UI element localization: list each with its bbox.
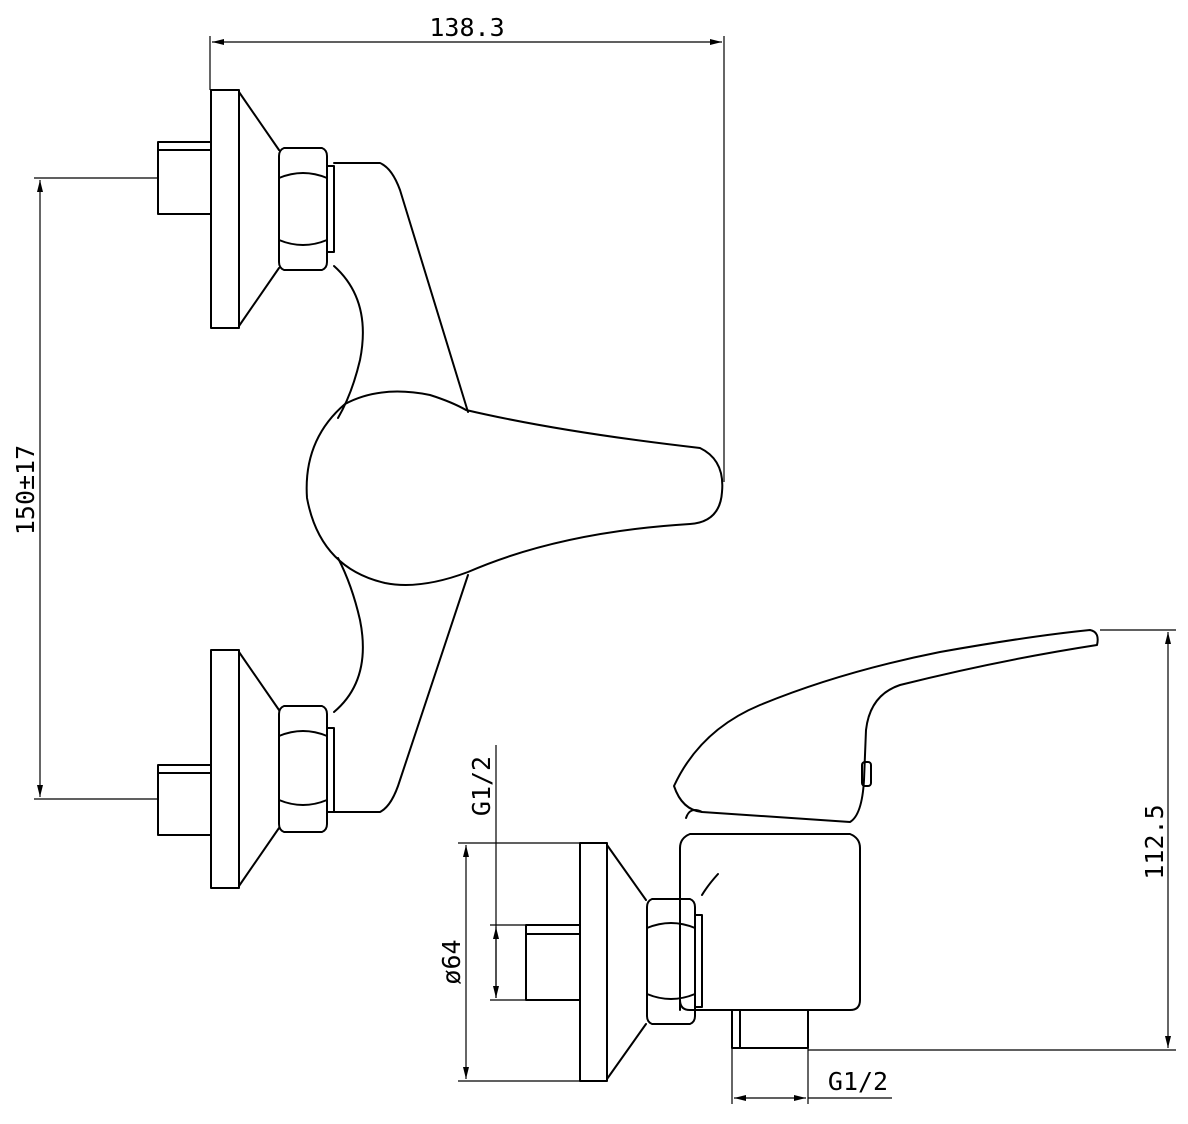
dim-height: 112.5 bbox=[808, 629, 1176, 1051]
bottom-outlet bbox=[731, 1009, 809, 1049]
dim-outlet-thread: G1/2 bbox=[731, 1048, 892, 1104]
upper-flange bbox=[210, 89, 240, 329]
dim-inlet-spacing-label: 150±17 bbox=[11, 445, 40, 535]
side-hex-nut bbox=[646, 898, 696, 1025]
mixer-body bbox=[333, 162, 469, 813]
side-lever bbox=[673, 629, 1099, 823]
front-view bbox=[157, 89, 724, 889]
lower-hex-nut bbox=[278, 705, 328, 833]
dim-height-label: 112.5 bbox=[1140, 804, 1169, 879]
side-flange bbox=[579, 842, 608, 1082]
side-view bbox=[525, 629, 1099, 1082]
dim-overall-width: 138.3 bbox=[209, 13, 725, 482]
dim-flange-diameter-label: ø64 bbox=[437, 939, 466, 984]
upper-hex-nut bbox=[278, 147, 328, 271]
lower-inlet-stub bbox=[157, 764, 212, 836]
dim-inlet-thread-label: G1/2 bbox=[467, 756, 496, 816]
lower-flange bbox=[210, 649, 240, 889]
dim-inlet-spacing: 150±17 bbox=[11, 177, 158, 800]
dim-flange-diameter: ø64 bbox=[437, 842, 580, 1082]
dim-overall-width-label: 138.3 bbox=[429, 13, 504, 42]
dim-inlet-thread: G1/2 bbox=[467, 745, 526, 1001]
lever-handle bbox=[305, 390, 724, 586]
upper-inlet-stub bbox=[157, 141, 212, 215]
side-inlet-stub bbox=[525, 924, 581, 1001]
dim-outlet-thread-label: G1/2 bbox=[828, 1067, 888, 1096]
cartridge-body bbox=[679, 833, 861, 1011]
